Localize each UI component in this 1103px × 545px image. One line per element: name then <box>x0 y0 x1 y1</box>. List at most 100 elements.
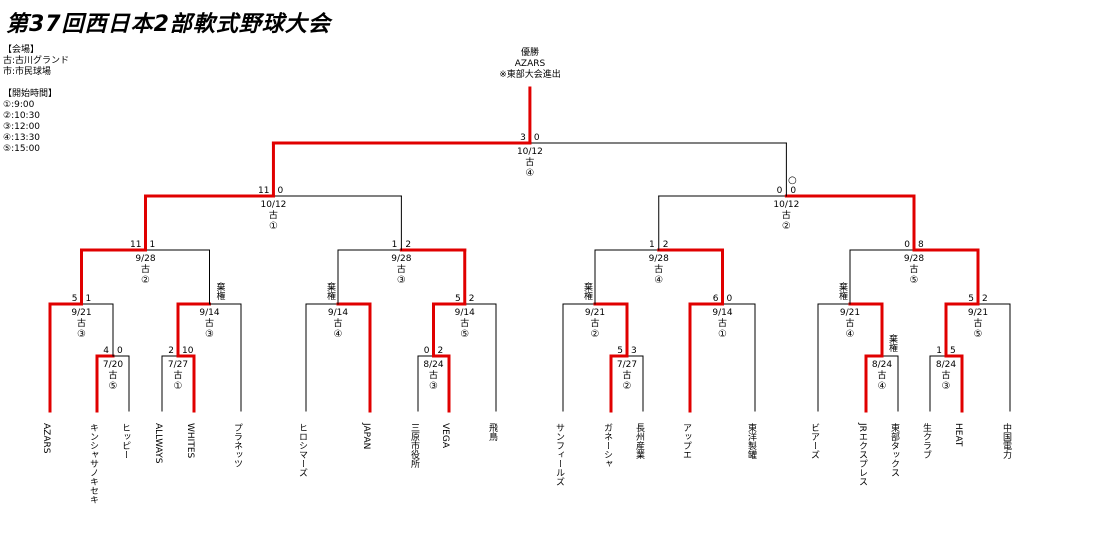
time-item: ②:10:30 <box>3 111 41 121</box>
score-right: 3 <box>631 346 637 356</box>
time-header: 【開始時間】 <box>3 89 58 99</box>
legend: 【会場】 古:古川グランド 市:市民球場 【開始時間】 ①:9:00 ②:10:… <box>3 45 69 155</box>
score-right: 2 <box>405 240 411 250</box>
time-slot-icon: ① <box>718 329 727 340</box>
champion-note: ※東部大会進出 <box>499 70 561 80</box>
score-left: 5 <box>968 294 974 304</box>
time-slot-icon: ③ <box>77 329 86 340</box>
match-date: 9/21 <box>840 308 860 318</box>
team-name: AZARS <box>41 423 51 454</box>
score-right: 1 <box>150 240 156 250</box>
match-venue: 古 <box>205 317 214 329</box>
score-right: 棄権 <box>215 281 226 301</box>
match-venue: 古 <box>590 317 599 329</box>
time-slot-icon: ② <box>591 329 600 340</box>
match-date: 9/21 <box>71 308 91 318</box>
match-date: 7/27 <box>617 360 637 370</box>
match-venue: 古 <box>845 317 854 329</box>
time-slot-icon: ② <box>623 381 632 392</box>
champion-label: 優勝 <box>520 48 539 58</box>
team-name: アップエ <box>681 423 692 459</box>
time-slot-icon: ④ <box>846 329 855 340</box>
match-date: 7/27 <box>168 360 188 370</box>
match-date: 10/12 <box>517 147 543 157</box>
team-name: 飛鳥 <box>487 423 498 442</box>
score-left: 棄権 <box>837 281 848 301</box>
time-item: ③:12:00 <box>3 122 41 132</box>
score-left: 5 <box>72 294 78 304</box>
match-date: 10/12 <box>260 200 286 210</box>
score-left: 6 <box>713 294 719 304</box>
team-name: プラネッツ <box>232 423 243 468</box>
score-left: 0 <box>904 240 910 250</box>
time-slot-icon: ② <box>141 275 150 286</box>
time-slot-icon: ⑤ <box>109 381 118 392</box>
score-left: 1 <box>392 240 398 250</box>
team-name: ヒロシマーズ <box>297 423 308 477</box>
score-right: 0 <box>790 186 796 196</box>
match-date: 10/12 <box>773 200 799 210</box>
match-date: 7/20 <box>103 360 123 370</box>
team-name: JAPAN <box>361 422 371 449</box>
time-slot-icon: ③ <box>205 329 214 340</box>
time-item: ①:9:00 <box>3 100 35 110</box>
time-slot-icon: ③ <box>942 381 951 392</box>
score-right: 2 <box>663 240 669 250</box>
score-right: 0 <box>534 133 540 143</box>
champion-team: AZARS <box>514 59 546 69</box>
score-left: 11 <box>258 186 269 196</box>
team-name: サンフィールズ <box>554 423 565 486</box>
match-venue: 古 <box>397 263 406 275</box>
match-venue: 古 <box>333 317 342 329</box>
match-date: 9/28 <box>391 254 411 264</box>
score-right: 0 <box>727 294 733 304</box>
team-name: 長州産業 <box>634 423 645 460</box>
match-venue: 古 <box>141 263 150 275</box>
score-left: 5 <box>455 294 461 304</box>
match-venue: 古 <box>622 369 631 381</box>
score-right: 8 <box>918 240 924 250</box>
time-slot-icon: ④ <box>878 381 887 392</box>
team-name: VEGA <box>440 423 450 449</box>
time-slot-icon: ④ <box>525 168 534 179</box>
team-name: 三原市役所 <box>409 423 420 469</box>
time-slot-icon: ③ <box>429 381 438 392</box>
score-left: 1 <box>936 346 942 356</box>
team-name: ヒッピー <box>120 423 130 459</box>
match-venue: 古 <box>269 209 278 221</box>
team-name: ガネーシャ <box>602 423 613 468</box>
page-title: 第37回西日本2部軟式野球大会 <box>6 12 331 37</box>
match-venue: 古 <box>909 263 918 275</box>
match-date: 9/28 <box>135 254 155 264</box>
score-right: 棄権 <box>887 333 898 353</box>
score-right: 1 <box>86 294 92 304</box>
match-date: 8/24 <box>872 360 892 370</box>
time-item: ④:13:30 <box>3 133 41 143</box>
match-date: 9/14 <box>328 308 348 318</box>
time-slot-icon: ① <box>269 221 278 232</box>
match-venue: 古 <box>108 369 117 381</box>
score-left: 1 <box>649 240 655 250</box>
score-left: 0 <box>777 186 783 196</box>
match-venue: 古 <box>77 317 86 329</box>
time-slot-icon: ⑤ <box>974 329 983 340</box>
match-venue: 古 <box>525 156 534 168</box>
score-right: 5 <box>950 346 956 356</box>
score-left: 2 <box>168 346 174 356</box>
score-right: 0 <box>117 346 123 356</box>
team-name: キンシャサノキセキ <box>88 423 99 504</box>
score-right: 10 <box>182 346 194 356</box>
match-date: 9/14 <box>455 308 475 318</box>
score-left: 0 <box>424 346 430 356</box>
match-date: 8/24 <box>936 360 956 370</box>
score-right: 0 <box>277 186 283 196</box>
match-date: 9/21 <box>968 308 988 318</box>
match-date: 9/14 <box>199 308 219 318</box>
time-slot-icon: ③ <box>397 275 406 286</box>
team-name: 東部タックス <box>889 422 900 477</box>
venue-item: 市:市民球場 <box>3 67 52 77</box>
team-name: 生クラブ <box>921 422 932 459</box>
time-slot-icon: ⑤ <box>910 275 919 286</box>
team-name: JRエクスプレス <box>857 422 868 486</box>
champion-box: 優勝 AZARS ※東部大会進出 <box>480 48 580 81</box>
